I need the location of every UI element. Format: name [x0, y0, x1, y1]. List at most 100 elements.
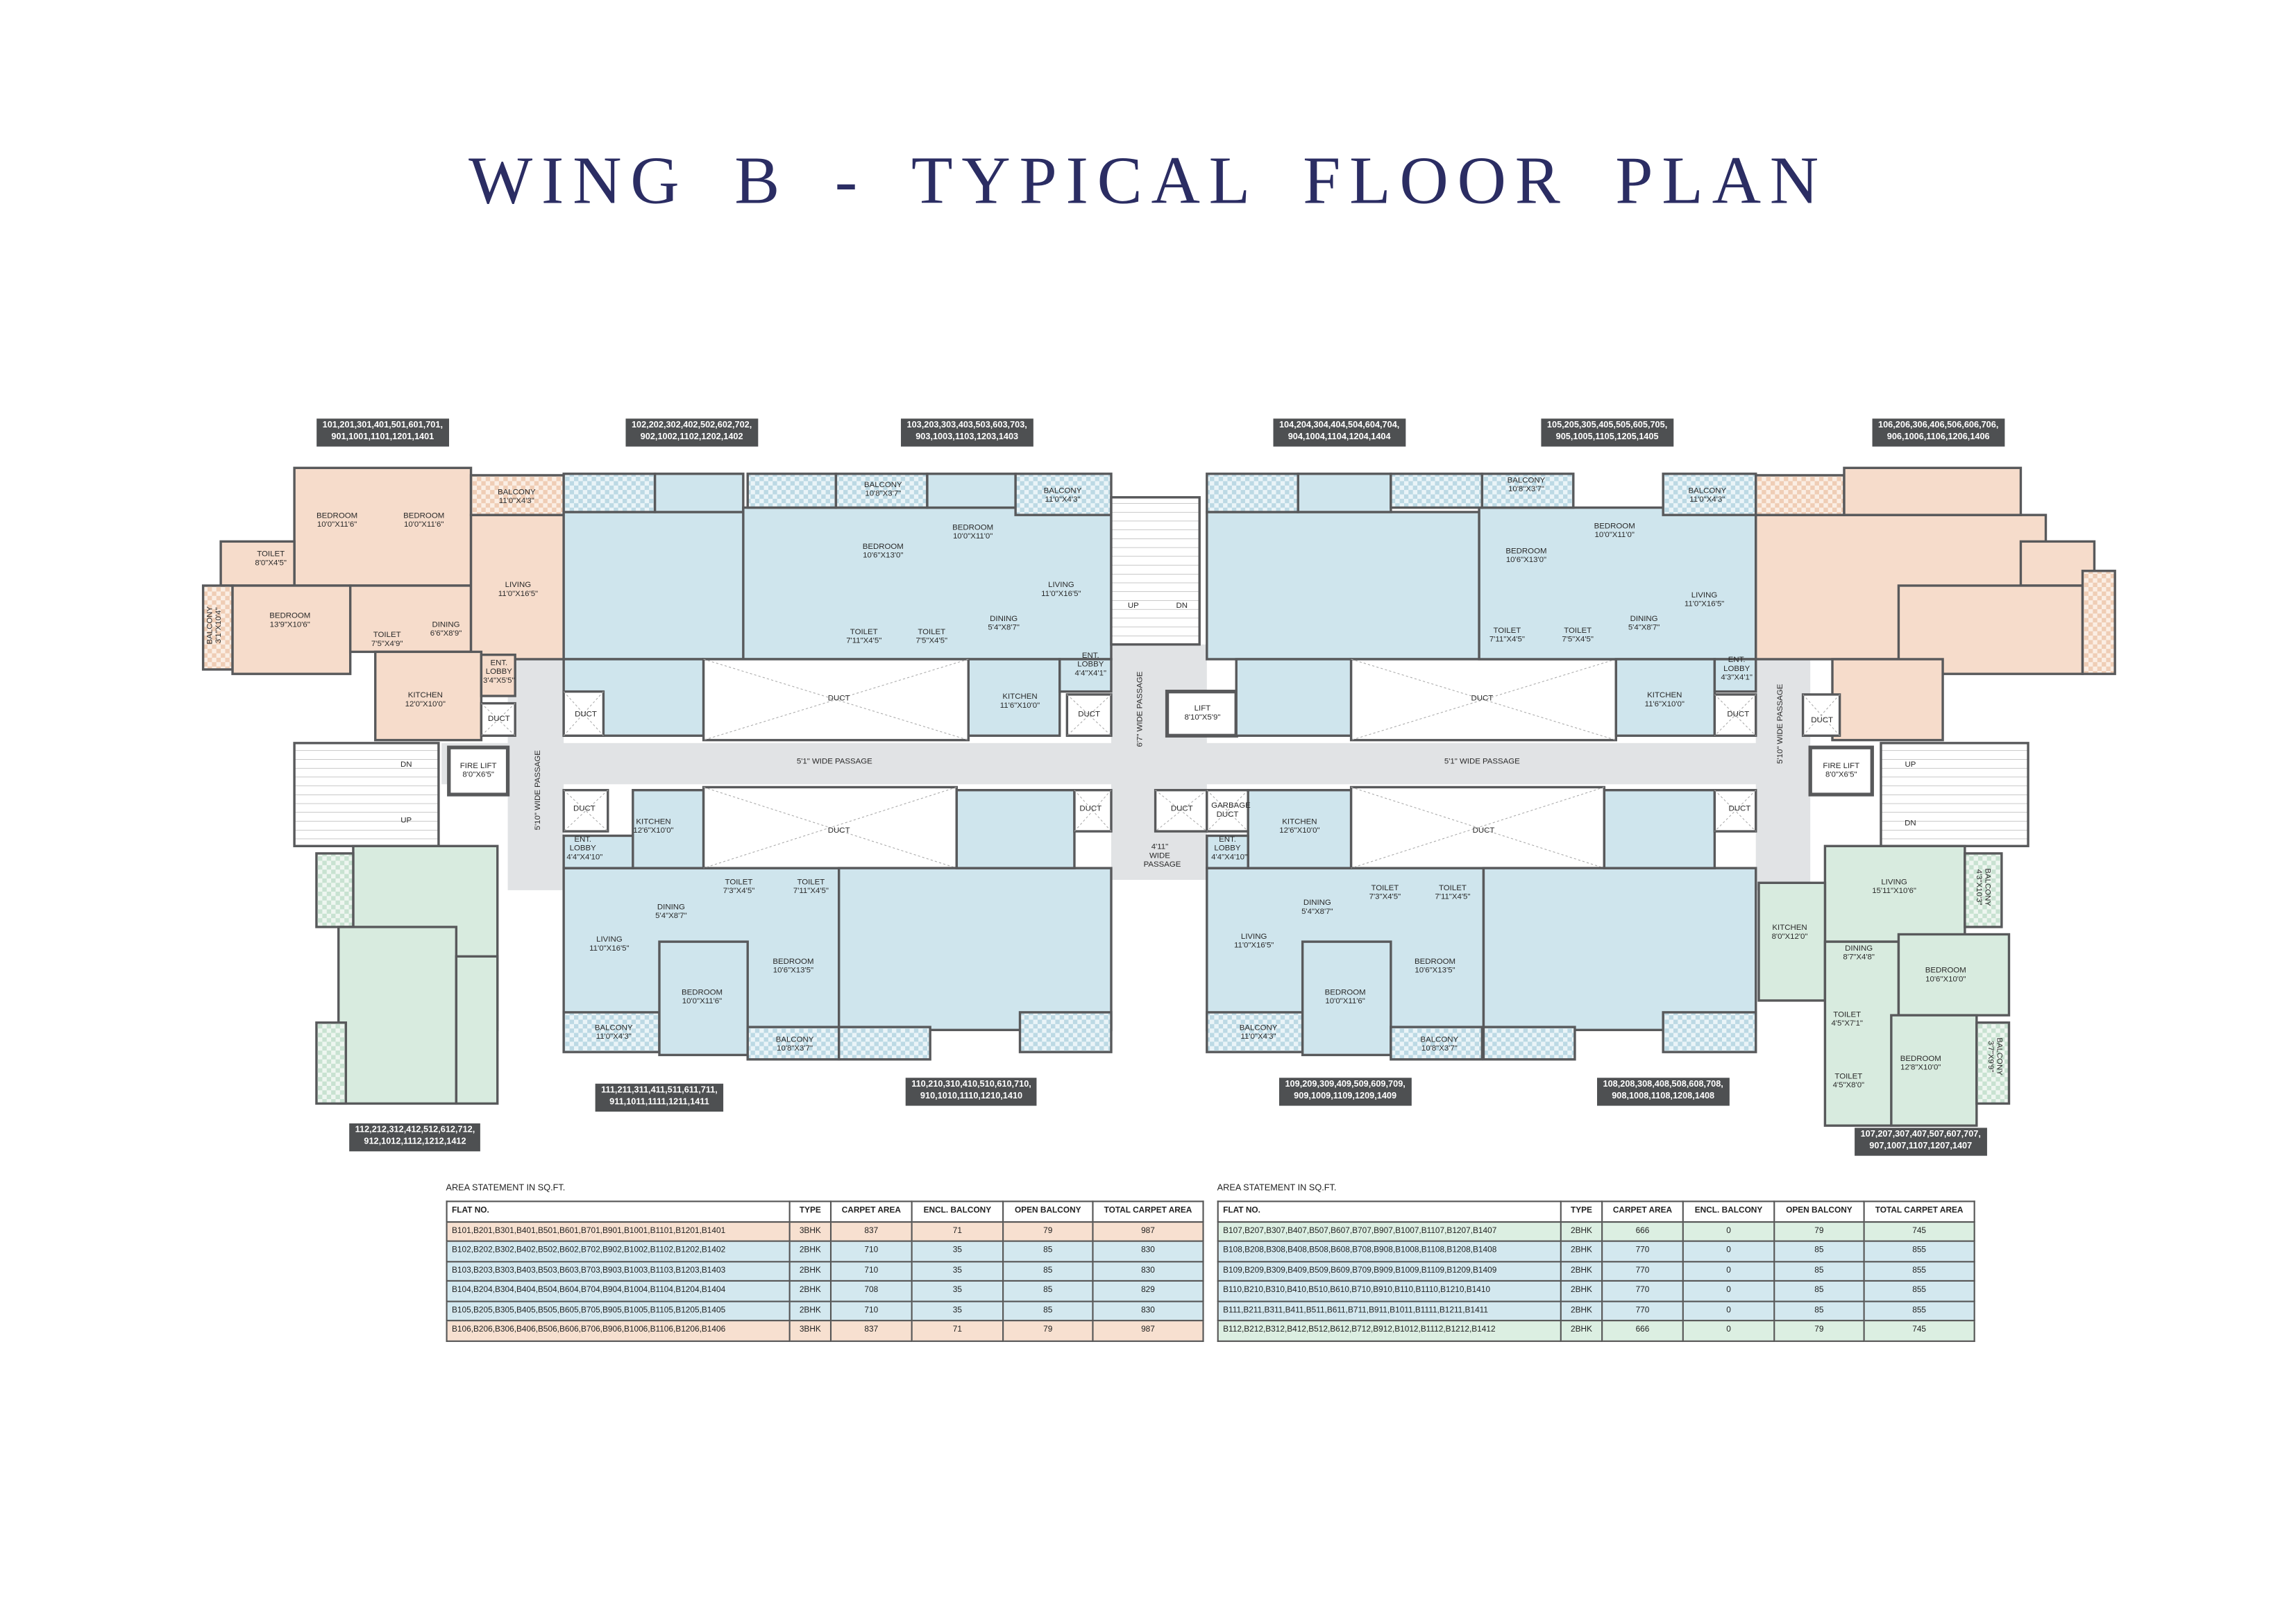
flat-110-balcony	[1018, 1011, 1113, 1053]
room-name: TOILET	[850, 628, 878, 638]
central-passage	[1111, 644, 1207, 881]
column-header: CARPET AREA	[829, 1200, 913, 1223]
flat-106-balcony	[1755, 474, 1846, 516]
flat-112-balcony	[315, 852, 355, 928]
passage-label: 5'1" WIDE PASSAGE	[796, 758, 872, 767]
cell-carpet: 710	[829, 1260, 913, 1282]
flat-111-bedroom	[658, 940, 749, 1057]
central-staircase	[1110, 496, 1201, 646]
flat-tag-101: 101,201,301,401,501,601,701,901,1001,110…	[316, 418, 449, 447]
duct-label: DUCT	[1728, 804, 1751, 814]
flat-111-balcony	[562, 1011, 661, 1053]
duct-cross-line	[1351, 786, 1605, 869]
room-name: BALCONY	[205, 606, 215, 645]
duct-label: DUCT	[1727, 711, 1750, 720]
flat-tag-line: 102,202,302,402,502,602,702,	[631, 421, 752, 431]
cell-type: 2BHK	[1560, 1260, 1603, 1282]
duct-cross-line	[1714, 694, 1757, 736]
cell-total: 745	[1863, 1220, 1975, 1242]
cell-encl: 35	[911, 1280, 1004, 1302]
room-name: BEDROOM	[1900, 1055, 1941, 1064]
flat-tag-line: 910,1010,1110,1210,1410	[920, 1091, 1023, 1101]
room-name: BEDROOM	[862, 543, 904, 552]
flat-tag-line: 907,1007,1107,1207,1407	[1869, 1141, 1973, 1151]
right-staircase	[1880, 742, 2029, 847]
column-header: TOTAL CARPET AREA	[1863, 1200, 1975, 1223]
stair-down-label: DN	[400, 760, 412, 770]
cell-encl: 35	[911, 1300, 1004, 1322]
room-dim: 11'0"X4'3"	[498, 497, 534, 507]
flat-105-kitchen	[1614, 658, 1716, 737]
room-name: BALCONY	[1239, 1023, 1278, 1033]
room-dim: 10'8"X3'7"	[1508, 485, 1544, 495]
flat-102-bedroom	[653, 473, 745, 513]
room-dim: 7'3"X4'5"	[723, 887, 755, 897]
cell-flat: B102,B202,B302,B402,B502,B602,B702,B902,…	[446, 1240, 791, 1262]
flat-tag-111: 111,211,311,411,511,611,711,911,1011,111…	[595, 1083, 724, 1112]
flat-tag-105: 105,205,305,405,505,605,705,905,1005,110…	[1541, 418, 1673, 447]
room-dim: 10'8"X3'7"	[865, 490, 902, 499]
room-name: TOILET	[1371, 884, 1399, 894]
room-dim: 5'4"X8'7"	[1628, 624, 1660, 633]
room-dim: 4'4"X4'10"	[1211, 853, 1248, 863]
duct-label: DUCT	[827, 826, 850, 836]
duct-cross-line	[563, 691, 604, 736]
duct-cross-line	[1714, 790, 1757, 832]
left-fire-lift	[447, 745, 510, 797]
flat-106-kitchen	[1831, 658, 1944, 742]
room-dim: 11'0"X4'3"	[1240, 1033, 1276, 1042]
room-dim: 5'4"X8'7"	[1301, 908, 1333, 917]
room-dim: 7'5"X4'9"	[371, 640, 403, 649]
room-name: BEDROOM	[1414, 958, 1456, 967]
flat-110-balcony	[837, 1026, 931, 1061]
flat-tag-line: 903,1003,1103,1203,1403	[915, 432, 1019, 442]
flat-tag-102: 102,202,302,402,502,602,702,902,1002,110…	[625, 418, 758, 447]
room-dim: 4'4"X4'10"	[566, 853, 603, 863]
flat-101-balcony	[469, 474, 565, 516]
room-dim: 5'4"X8'7"	[655, 912, 687, 921]
cell-carpet: 710	[829, 1300, 913, 1322]
duct-label: DUCT	[1811, 716, 1834, 726]
duct-label: DUCT	[827, 694, 850, 704]
flat-103	[742, 506, 1113, 661]
room-name: TOILET	[918, 628, 946, 638]
table-row: B108,B208,B308,B408,B508,B608,B708,B908,…	[1217, 1240, 1975, 1262]
room-dim: 10'6"X13'0"	[1505, 556, 1547, 566]
room-name: TOILET	[257, 550, 285, 559]
duct-label: DUCT	[1079, 804, 1102, 814]
room-name: FIRE LIFT	[1823, 762, 1860, 772]
room-name: BEDROOM	[269, 612, 311, 621]
room-dim: 12'8"X10'0"	[1900, 1064, 1941, 1073]
room-name: KITCHEN	[1282, 817, 1317, 827]
room-name: KITCHEN	[1647, 691, 1682, 701]
room-name: BALCONY	[1982, 868, 1992, 906]
cell-encl: 35	[911, 1240, 1004, 1262]
duct-cross-line	[1067, 694, 1112, 736]
